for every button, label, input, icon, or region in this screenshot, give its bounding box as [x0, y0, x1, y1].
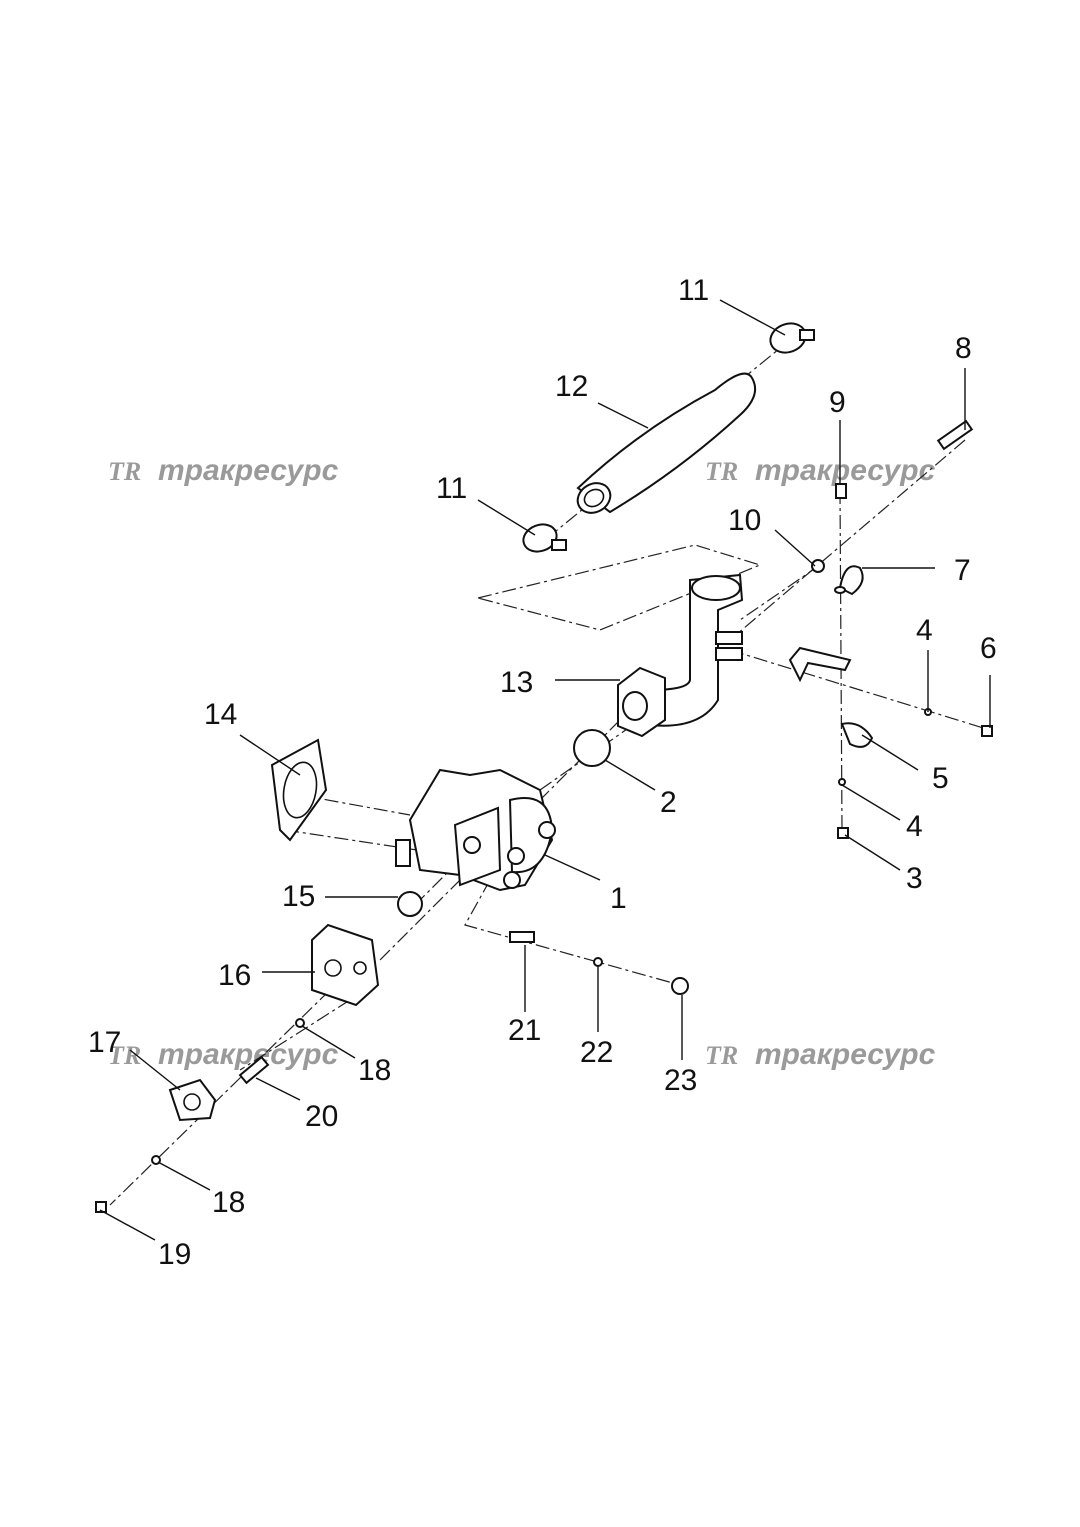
watermark-logo: TR: [108, 457, 141, 486]
watermark-logo: TR: [705, 457, 738, 486]
watermark-text: тракресурс: [755, 454, 936, 487]
watermark-logo: TR: [108, 1041, 141, 1070]
watermark-top-right: TR тракресурс: [705, 454, 936, 487]
callout-9: 9: [829, 386, 846, 419]
bracket: [788, 646, 852, 683]
fasteners: [397, 419, 993, 917]
watermark-text: тракресурс: [755, 1038, 936, 1071]
callout-23: 23: [664, 1064, 697, 1097]
watermark-text: тракресурс: [158, 454, 339, 487]
callout-14: 14: [204, 698, 237, 731]
pump: [395, 768, 556, 892]
clamp-7: [834, 565, 864, 596]
watermark-top-left: TR тракресурс: [108, 454, 339, 487]
callout-15: 15: [282, 880, 315, 913]
callout-numbers: 1 2 3 4 4 5 6 7 8 9 10 11 11 12 13 14 15…: [88, 274, 997, 1271]
callout-19: 19: [158, 1238, 191, 1271]
assembly-lines: [109, 339, 991, 1206]
callout-18-top: 18: [358, 1054, 391, 1087]
clamp-5: [840, 722, 874, 748]
callout-17: 17: [88, 1026, 121, 1059]
callout-18-bottom: 18: [212, 1186, 245, 1219]
callout-10: 10: [728, 504, 761, 537]
callout-4-top: 4: [916, 614, 933, 647]
callout-11-bottom: 11: [436, 472, 467, 505]
watermark-bottom-right: TR тракресурс: [705, 1038, 936, 1071]
callout-6: 6: [980, 632, 997, 665]
callout-11-top: 11: [678, 274, 709, 307]
callout-22: 22: [580, 1036, 613, 1069]
watermark-bottom-left: TR тракресурс: [108, 1038, 339, 1071]
split-flange: [168, 1078, 217, 1122]
pipe-assembly: [617, 573, 744, 738]
callout-16: 16: [218, 959, 251, 992]
callout-21: 21: [508, 1014, 541, 1047]
gasket: [270, 738, 328, 842]
callout-12: 12: [555, 370, 588, 403]
callout-2: 2: [660, 786, 677, 819]
hose: [576, 372, 756, 514]
hose-clamp-top: [769, 322, 815, 354]
callout-8: 8: [955, 332, 972, 365]
watermark-logo: TR: [705, 1041, 738, 1070]
leader-lines: [99, 299, 991, 1241]
manifold-block: [311, 923, 380, 1007]
hose-clamp-bottom: [522, 523, 567, 553]
callout-20: 20: [305, 1100, 338, 1133]
callout-3: 3: [906, 862, 923, 895]
callout-13: 13: [500, 666, 533, 699]
callout-5: 5: [932, 762, 949, 795]
watermark-text: тракресурс: [158, 1038, 339, 1071]
fitting-parts: [509, 931, 689, 995]
callout-4-bottom: 4: [906, 810, 923, 843]
callout-1: 1: [610, 882, 627, 915]
callout-7: 7: [954, 554, 971, 587]
